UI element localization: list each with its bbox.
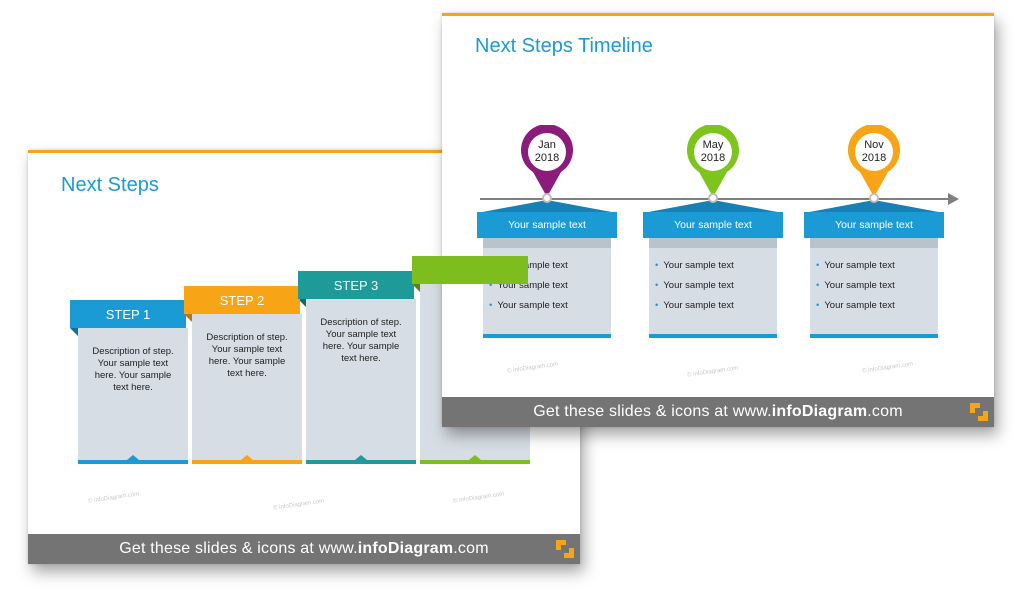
bullet-icon: • — [655, 260, 659, 271]
milestone-year: 2018 — [700, 152, 726, 164]
milestone-bullet-text: Your sample text — [663, 280, 734, 291]
footer-text-prefix: Get these slides & icons at www. — [533, 403, 772, 420]
footer-text-suffix: .com — [867, 403, 903, 420]
milestone-header: Your sample text — [643, 212, 783, 238]
step-label: STEP 2 — [184, 286, 300, 314]
step-body: Description of step. Your sample text he… — [78, 328, 188, 460]
milestone-base-bar — [810, 334, 938, 338]
slide-title: Next Steps — [61, 174, 159, 196]
step-description: Description of step. Your sample text he… — [320, 317, 402, 364]
milestone-year: 2018 — [861, 152, 887, 164]
timeline-point-icon — [542, 193, 552, 203]
milestone-header-shadow — [810, 238, 938, 248]
milestone-header: Your sample text — [804, 212, 944, 238]
card-roof-icon — [804, 200, 944, 213]
footer-brand: infoDiagram — [357, 540, 454, 557]
timeline-point-icon — [708, 193, 718, 203]
step-tab-fold — [412, 284, 420, 292]
slide-footer: Get these slides & icons at www.infoDiag… — [28, 534, 580, 564]
watermark: © infoDiagram.com — [87, 491, 140, 505]
milestone-bullet-text: Your sample text — [824, 300, 895, 311]
step-label: STEP 3 — [298, 271, 414, 299]
milestone-bullet: • Your sample text — [816, 276, 938, 296]
timeline-point-icon — [869, 193, 879, 203]
milestone-bullet: • Your sample text — [655, 256, 777, 276]
milestone-bullet-text: Your sample text — [824, 280, 895, 291]
milestone-bullet: • Your sample text — [489, 276, 611, 296]
milestone-bullet: • Your sample text — [655, 276, 777, 296]
milestone-base-bar — [483, 334, 611, 338]
milestone-bullet-text: Your sample text — [663, 260, 734, 271]
milestone-month: May — [702, 139, 724, 151]
footer-text-suffix: .com — [453, 540, 489, 557]
milestone-body: • Your sample text • Your sample text • Your … — [649, 248, 777, 334]
watermark: © infoDiagram.com — [506, 361, 559, 375]
step-body: Description of step. Your sample text he… — [192, 314, 302, 460]
step-base-bar — [306, 460, 416, 464]
milestone-header-shadow — [649, 238, 777, 248]
watermark: © infoDiagram.com — [686, 365, 739, 379]
step-label — [412, 256, 528, 284]
milestone-bullet: • Your sample text — [816, 296, 938, 316]
milestone-month: Nov — [864, 139, 884, 151]
bullet-icon: • — [655, 280, 659, 291]
step-tab-fold — [184, 314, 192, 322]
watermark: © infoDiagram.com — [272, 498, 325, 512]
slide-footer: Get these slides & icons at www.infoDiag… — [442, 397, 994, 427]
step-base-bar — [420, 460, 530, 464]
infodiagram-logo-icon — [556, 540, 574, 558]
step-description: Description of step. Your sample text he… — [206, 332, 288, 379]
bullet-icon: • — [816, 260, 820, 271]
step-label: STEP 1 — [70, 300, 186, 328]
milestone-header: Your sample text — [477, 212, 617, 238]
milestone-bullet-text: Your sample text — [824, 260, 895, 271]
step-notch-icon — [469, 455, 481, 460]
step-tab-fold — [298, 299, 306, 307]
milestone-body: • Your sample text • Your sample text • Your … — [810, 248, 938, 334]
slide-title: Next Steps Timeline — [475, 35, 653, 57]
milestone-month: Jan — [538, 139, 556, 151]
milestone-bullet: • Your sample text — [489, 296, 611, 316]
bullet-icon: • — [816, 280, 820, 291]
milestone-bullet-text: Your sample text — [497, 300, 568, 311]
milestone-bullet: • Your sample text — [816, 256, 938, 276]
step-base-bar — [192, 460, 302, 464]
step-description: Description of step. Your sample text he… — [92, 346, 174, 393]
card-roof-icon — [643, 200, 783, 213]
milestone-bullet-text: Your sample text — [497, 260, 568, 271]
watermark: © infoDiagram.com — [861, 361, 914, 375]
milestone-bullet-text: Your sample text — [663, 300, 734, 311]
watermark: © infoDiagram.com — [452, 491, 505, 505]
footer-brand: infoDiagram — [771, 403, 868, 420]
milestone-header-shadow — [483, 238, 611, 248]
card-roof-icon — [477, 200, 617, 213]
step-tab-fold — [70, 328, 78, 336]
step-notch-icon — [241, 455, 253, 460]
step-body: Description of step. Your sample text he… — [306, 299, 416, 460]
bullet-icon: • — [655, 300, 659, 311]
step-notch-icon — [355, 455, 367, 460]
infodiagram-logo-icon — [970, 403, 988, 421]
slide-next-steps-timeline: Next Steps Timeline © infoDiagram.com © … — [442, 13, 994, 427]
timeline-arrow-head-icon — [948, 193, 959, 205]
step-base-bar — [78, 460, 188, 464]
slide-top-accent-line — [28, 150, 580, 153]
milestone-year: 2018 — [534, 152, 560, 164]
bullet-icon: • — [489, 300, 493, 311]
milestone-bullet: • Your sample text — [655, 296, 777, 316]
footer-text-prefix: Get these slides & icons at www. — [119, 540, 358, 557]
milestone-bullet-text: Your sample text — [497, 280, 568, 291]
bullet-icon: • — [816, 300, 820, 311]
slide-top-accent-line — [442, 13, 994, 16]
bullet-icon: • — [489, 280, 493, 291]
milestone-base-bar — [649, 334, 777, 338]
step-notch-icon — [127, 455, 139, 460]
